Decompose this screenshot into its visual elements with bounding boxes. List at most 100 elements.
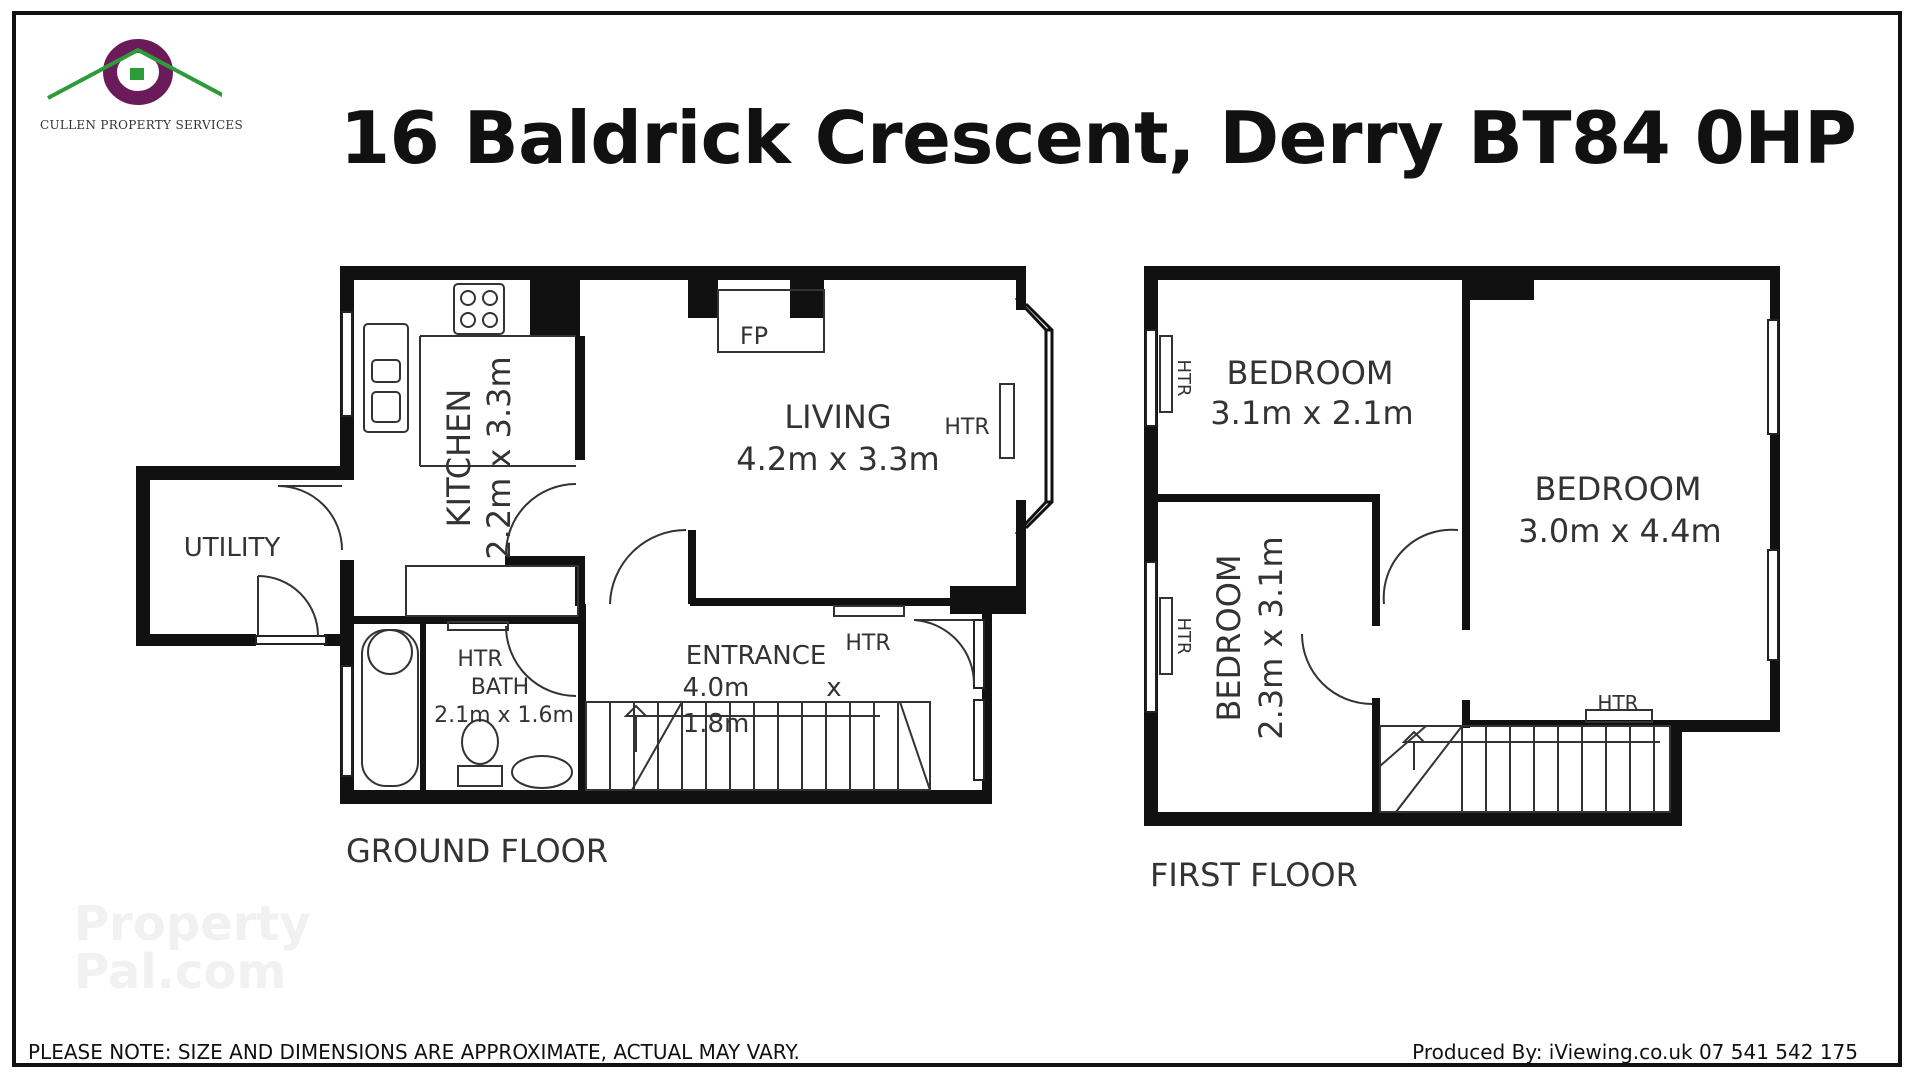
- wall: [690, 598, 950, 606]
- bedroom-1-htr-label: HTR: [1173, 359, 1194, 396]
- wall: [1144, 812, 1682, 826]
- wall: [950, 586, 1026, 614]
- wall: [688, 530, 696, 604]
- sink-icon: [363, 323, 409, 433]
- wall: [578, 604, 586, 790]
- wall: [1670, 720, 1682, 826]
- doors: [257, 483, 1459, 705]
- bedroom-1-dims: 3.1m x 2.1m: [1210, 394, 1413, 432]
- window: [341, 665, 353, 777]
- bedroom-1-label: BEDROOM: [1226, 354, 1393, 392]
- wall: [1462, 720, 1672, 726]
- wall: [982, 614, 992, 804]
- ground-stairs: [585, 701, 931, 791]
- radiator: [833, 605, 905, 617]
- fireplace-label: FP: [740, 322, 768, 350]
- bath-dims: 2.1m x 1.6m: [434, 703, 574, 728]
- wall: [1016, 266, 1026, 310]
- door-swing: [913, 619, 976, 685]
- wall: [340, 790, 992, 804]
- bedroom-3-dims: 2.3m x 3.1m: [1252, 536, 1290, 739]
- ground-floor-label: GROUND FLOOR: [346, 832, 608, 870]
- wall: [420, 624, 426, 790]
- wall: [354, 616, 582, 624]
- wall: [324, 634, 354, 646]
- wall: [1144, 266, 1780, 280]
- door-swing: [257, 575, 319, 637]
- door-swing: [609, 529, 687, 605]
- window: [1767, 319, 1779, 435]
- bedroom-2-htr-label: HTR: [1597, 691, 1638, 715]
- entrance-label: ENTRANCE: [686, 641, 827, 671]
- bath-icon: [361, 629, 419, 787]
- wall: [575, 336, 585, 460]
- wall: [1670, 720, 1780, 732]
- wall: [340, 266, 1026, 280]
- radiator: [999, 383, 1015, 459]
- wall: [1016, 500, 1026, 614]
- door-swing: [505, 625, 577, 697]
- radiator: [1159, 597, 1173, 675]
- wall: [688, 280, 718, 318]
- window: [255, 635, 327, 645]
- watermark-line-1: Property: [74, 896, 311, 952]
- first-floor-label: FIRST FLOOR: [1150, 856, 1358, 894]
- bath-label: BATH: [471, 675, 529, 700]
- wall: [1158, 494, 1380, 502]
- bedroom-2-label: BEDROOM: [1534, 470, 1701, 508]
- page-frame: [12, 11, 1902, 1067]
- bay-window: [1014, 296, 1054, 536]
- wall: [575, 556, 585, 606]
- utility-label: UTILITY: [184, 533, 281, 563]
- company-logo: [40, 32, 229, 140]
- produced-by: Produced By: iViewing.co.uk 07 541 542 1…: [1412, 1040, 1858, 1064]
- radiator: [447, 621, 509, 631]
- wall: [1462, 280, 1470, 630]
- bedroom-3-label: BEDROOM: [1210, 554, 1248, 721]
- entrance-dims-a: 4.0m: [683, 673, 750, 703]
- first-stairs: [1379, 725, 1671, 813]
- window: [1145, 561, 1157, 713]
- fireplace: [717, 289, 825, 353]
- kitchen-dims: 2.2m x 3.3m: [480, 356, 518, 559]
- propertypal-watermark: Property Pal.com: [74, 900, 311, 996]
- radiator: [1159, 335, 1173, 413]
- living-label: LIVING: [784, 398, 891, 436]
- wall: [136, 634, 256, 646]
- wall: [136, 466, 150, 646]
- door-swing: [1301, 633, 1373, 705]
- wall: [505, 556, 585, 566]
- hob-icon: [453, 283, 505, 335]
- living-dims: 4.2m x 3.3m: [736, 440, 939, 478]
- window: [341, 311, 353, 417]
- bedroom-2-dims: 3.0m x 4.4m: [1518, 512, 1721, 550]
- windows: [255, 311, 1779, 781]
- shower-icon: [367, 629, 413, 675]
- logo-text: CULLEN PROPERTY SERVICES: [40, 118, 244, 132]
- fittings: [361, 283, 1653, 789]
- wall: [1462, 700, 1470, 728]
- wall: [790, 280, 824, 318]
- wall: [136, 466, 354, 480]
- kitchen-label: KITCHEN: [440, 389, 478, 528]
- wall: [1372, 494, 1380, 626]
- counter: [405, 565, 579, 617]
- bedroom-3-htr-label: HTR: [1173, 617, 1194, 654]
- door-swing: [505, 483, 577, 555]
- window: [1767, 549, 1779, 661]
- entrance-dims-b: 1.8m: [683, 709, 750, 739]
- wall: [530, 280, 580, 336]
- window: [1145, 329, 1157, 427]
- wall: [1462, 280, 1534, 300]
- bath-htr-label: HTR: [457, 647, 502, 672]
- door-swing: [1382, 528, 1459, 605]
- basin-icon: [511, 755, 573, 789]
- wall: [1372, 698, 1380, 812]
- radiator: [1585, 709, 1653, 723]
- wall: [1770, 266, 1780, 732]
- door-swing: [277, 485, 343, 551]
- living-htr-label: HTR: [944, 415, 989, 440]
- entrance-dims-x: x: [826, 673, 841, 703]
- window: [973, 619, 985, 689]
